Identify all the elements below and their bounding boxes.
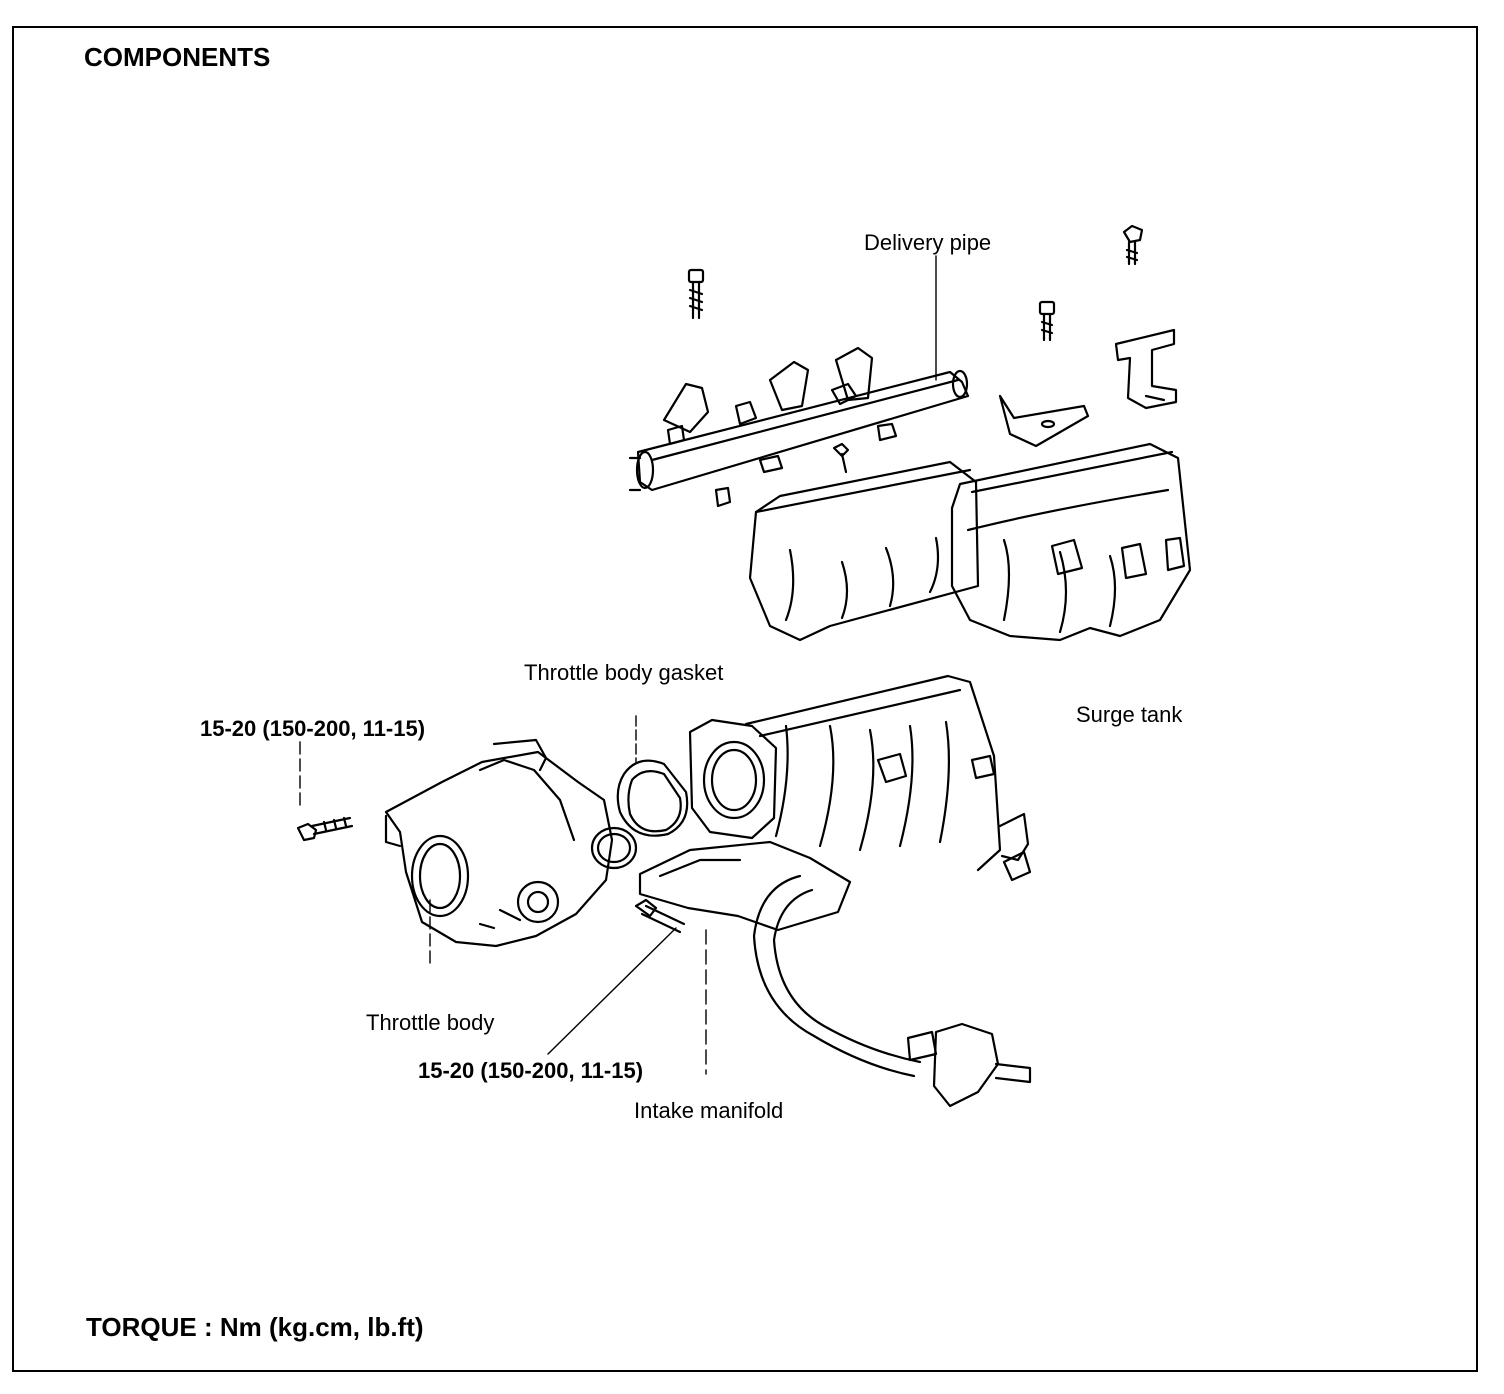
bolt-top-right <box>1122 224 1144 266</box>
bracket-right <box>1114 328 1178 410</box>
leader-torque-bottom <box>547 927 677 1055</box>
label-throttle-body-gasket: Throttle body gasket <box>524 660 724 685</box>
leader-lines <box>299 255 937 1075</box>
bolt-top-left <box>687 268 705 320</box>
torque-units-note: TORQUE : Nm (kg.cm, lb.ft) <box>86 1312 424 1342</box>
label-throttle-body: Throttle body <box>366 1010 495 1035</box>
label-torque-throttle-bolt: 15-20 (150-200, 11-15) <box>200 716 426 741</box>
vacuum-hose-part <box>752 874 1032 1108</box>
intake-manifold-part <box>634 674 1032 934</box>
throttle-body-part <box>384 738 614 948</box>
bolt-small-center <box>832 442 850 474</box>
diagram-frame <box>12 26 1478 1372</box>
label-delivery-pipe: Delivery pipe <box>864 230 992 255</box>
surge-tank-part <box>748 442 1192 642</box>
bracket-center <box>998 394 1090 448</box>
page-title: COMPONENTS <box>84 42 271 72</box>
delivery-pipe-part <box>628 346 970 508</box>
throttle-body-bolt <box>296 816 354 842</box>
throttle-body-gasket-part <box>590 759 689 870</box>
label-intake-manifold: Intake manifold <box>634 1098 784 1123</box>
label-torque-manifold-bolt: 15-20 (150-200, 11-15) <box>418 1058 644 1083</box>
bolt-middle-right <box>1038 300 1056 342</box>
label-surge-tank: Surge tank <box>1076 702 1183 727</box>
